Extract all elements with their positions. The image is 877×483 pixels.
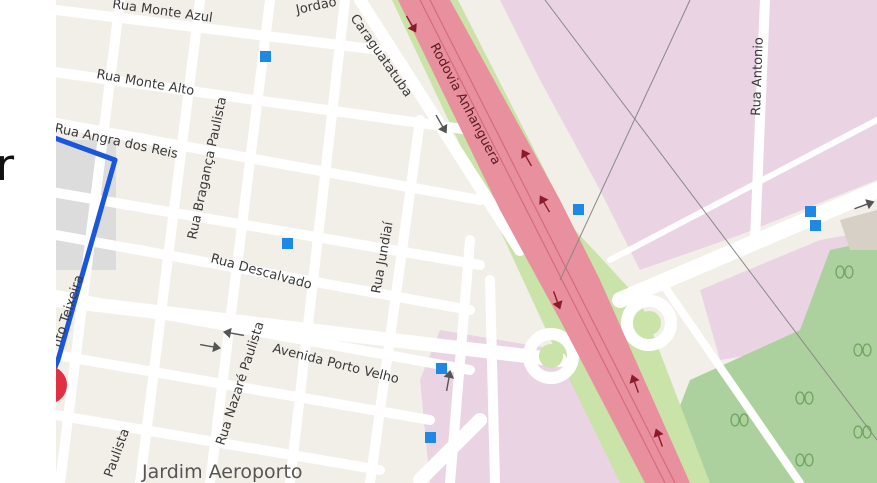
street-grid [35, 0, 877, 483]
one-way-arrow-icon [629, 374, 640, 393]
landuse-commercial [500, 0, 877, 270]
bus-stop-icon[interactable] [282, 238, 293, 249]
area-label: Jardim Aeroporto [141, 461, 303, 483]
bus-stop-icon[interactable] [425, 432, 436, 443]
bus-stop-icons [260, 51, 821, 443]
one-way-arrow-icon [405, 15, 417, 33]
bus-stop-icon[interactable] [436, 363, 447, 374]
motorway [398, 0, 690, 483]
tree-icon [853, 425, 872, 439]
roundabout [621, 295, 677, 351]
one-way-arrow-icon [521, 149, 533, 167]
tree-icon [730, 413, 749, 427]
one-way-arrow-icon [539, 195, 551, 213]
one-way-arrow-icon [443, 369, 455, 392]
tree-icons [730, 265, 872, 467]
one-way-arrow-icon [552, 291, 563, 310]
one-way-arrow-icon [653, 428, 664, 447]
bus-stop-icon[interactable] [810, 220, 821, 231]
motorway-arrows [405, 15, 664, 447]
bus-stop-icon[interactable] [805, 206, 816, 217]
panel-text: r [0, 140, 15, 191]
tree-icon [795, 453, 814, 467]
roundabout [523, 328, 579, 384]
one-way-arrow-icon [199, 341, 222, 353]
tree-icon [835, 265, 854, 279]
one-way-arrow-icon [222, 327, 245, 339]
tree-icon [795, 391, 814, 405]
one-way-arrow-icon [435, 114, 448, 134]
side-panel: r [0, 0, 56, 483]
street-label-antonio: Rua Antonio [749, 37, 767, 116]
motorway-lanes [419, 0, 676, 483]
power-lines [544, 0, 877, 441]
bus-stop-icon[interactable] [260, 51, 271, 62]
bus-stop-icon[interactable] [573, 204, 584, 215]
park-area [840, 210, 877, 250]
one-way-arrows [199, 114, 875, 392]
one-way-arrow-icon [854, 199, 875, 210]
park-area [650, 240, 877, 483]
tree-icon [853, 343, 872, 357]
